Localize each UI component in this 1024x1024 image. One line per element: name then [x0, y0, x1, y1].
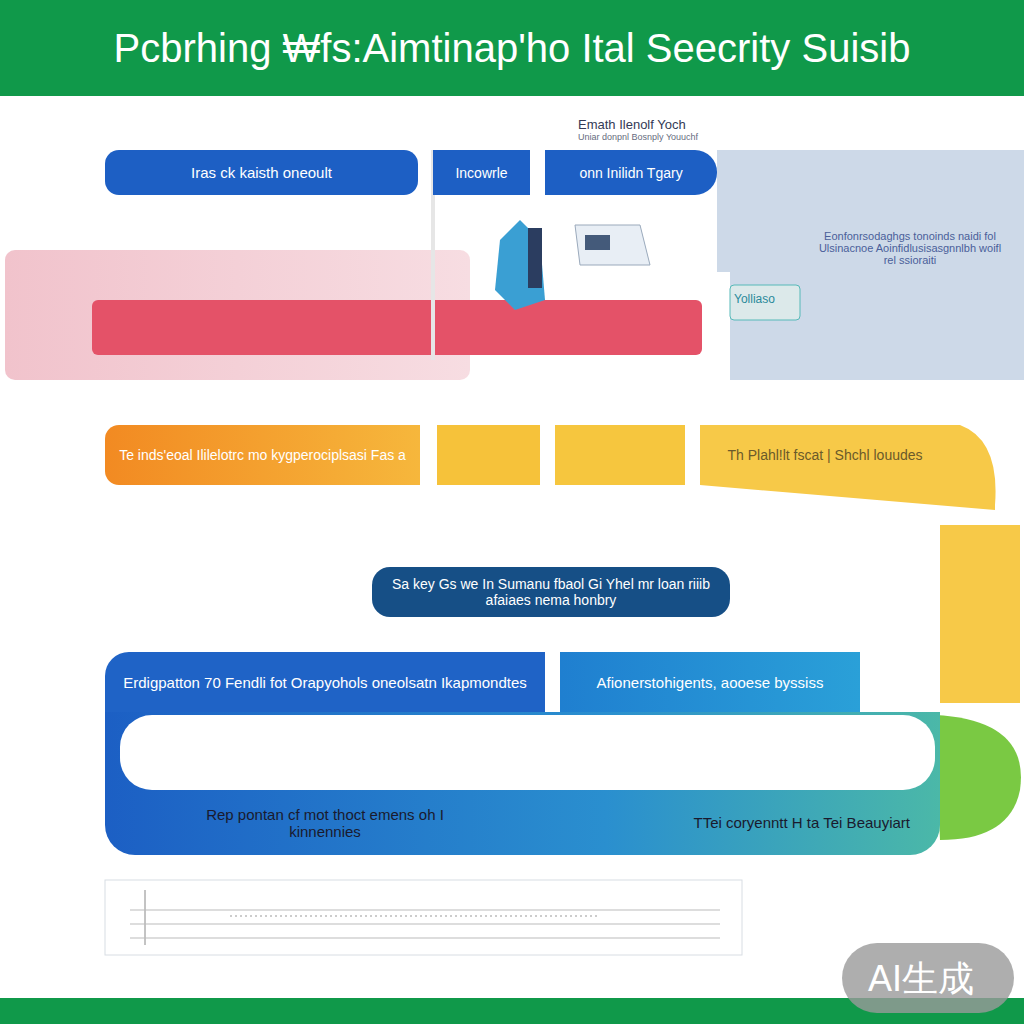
u-frame-gap — [545, 652, 560, 712]
process-pill: Sa key Gs we In Sumanu fbaol Gi Yhel mr … — [372, 567, 730, 617]
yellow-column — [940, 525, 1020, 703]
node-text: Rep pontan cf mot thoct emens oh I kinne… — [175, 806, 475, 840]
tag-label: Yolliaso — [734, 292, 775, 306]
yellow-curve — [700, 425, 996, 510]
node-text: Eonfonrsodaghgs tonoinds naidi fol Ulsin… — [815, 230, 1005, 266]
side-panel — [717, 150, 1024, 380]
yellow-block — [555, 425, 685, 485]
process-box: Te inds'eoal Ililelotrc mo kygperociplsa… — [105, 425, 420, 485]
node-text: Incowrle — [455, 165, 507, 181]
process-box: Erdigpatton 70 Fendli fot Orapyohols one… — [105, 652, 545, 712]
band-box: Rep pontan cf mot thoct emens oh I kinne… — [105, 790, 940, 855]
note-panel — [105, 880, 742, 955]
note-label: Uniar donpnl Bosnply Youuchf — [578, 132, 698, 142]
red-bar — [92, 300, 702, 355]
process-box: Th Plahl!lt fscat | Shchl louudes — [700, 425, 950, 485]
title-banner: Pcbrhing ₩fs:Aimtinap'ho Ital Seecrity S… — [0, 0, 1024, 96]
node-text: Erdigpatton 70 Fendli fot Orapyohols one… — [123, 674, 527, 691]
u-frame — [105, 652, 940, 855]
u-frame-gap — [860, 652, 940, 712]
node-text: Iras ck kaisth oneoult — [191, 164, 332, 181]
illustration — [495, 220, 800, 320]
node-text: Te inds'eoal Ililelotrc mo kygperociplsa… — [119, 447, 406, 463]
process-box: Incowrle — [433, 150, 530, 195]
yellow-block — [437, 425, 540, 485]
green-blob — [935, 715, 1021, 840]
u-frame-inner — [120, 715, 935, 790]
node-text: Afionerstohigents, aooese byssiss — [597, 674, 824, 691]
node-text: TTei coryenntt H ta Tei Beauyiart — [694, 814, 911, 831]
node-text: onn Inilidn Tgary — [579, 165, 682, 181]
info-panel: Eonfonrsodaghgs tonoinds naidi fol Ulsin… — [805, 210, 1015, 285]
watermark-badge — [842, 943, 1014, 1013]
node-text: Sa key Gs we In Sumanu fbaol Gi Yhel mr … — [382, 576, 720, 608]
note-label: Emath Ilenolf Yoch — [578, 117, 686, 132]
process-box: onn Inilidn Tgary — [545, 150, 717, 195]
process-box: Afionerstohigents, aooese byssiss — [560, 652, 860, 712]
watermark: AI生成 — [868, 955, 974, 1004]
node-text: Th Plahl!lt fscat | Shchl louudes — [727, 447, 922, 463]
process-box: Iras ck kaisth oneoult — [105, 150, 418, 195]
